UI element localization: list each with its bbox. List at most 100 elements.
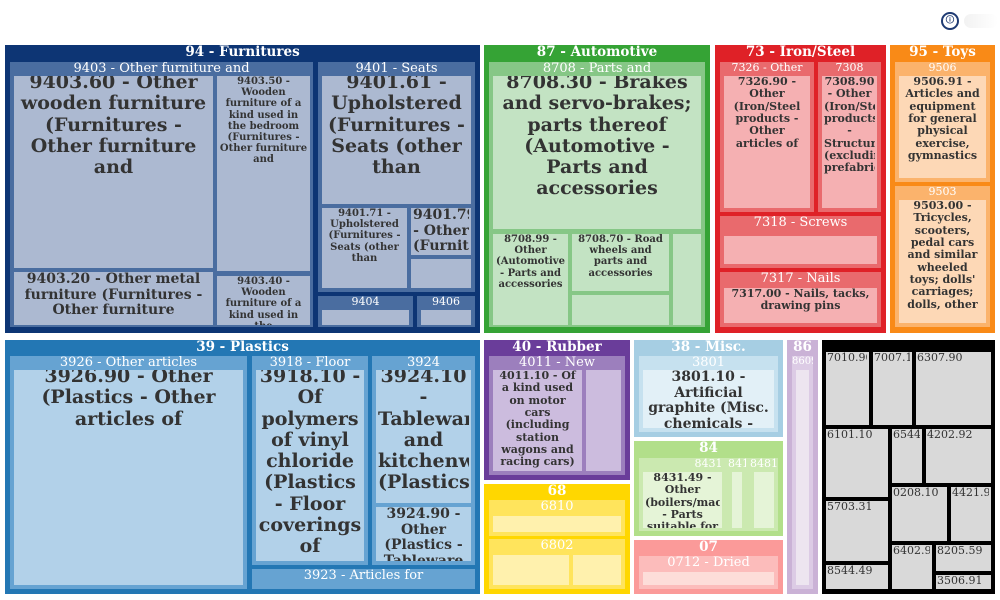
treemap-leaf[interactable]: 4421.99 [951, 487, 991, 541]
treemap-leaf[interactable] [493, 555, 569, 585]
subgroup-title: 3918 - Floor [269, 356, 351, 370]
treemap-leaf[interactable]: 3801.10 - Artificial graphite (Misc. che… [643, 370, 774, 428]
treemap-leaf[interactable] [572, 295, 669, 325]
treemap-leaf[interactable]: 8708.70 - Road wheels and parts and acce… [572, 234, 669, 291]
treemap-leaf[interactable]: 7010.90 [826, 352, 869, 425]
treemap-leaf[interactable]: 9403.50 - Wooden furniture of a kind use… [217, 76, 310, 271]
treemap-leaf[interactable]: 6544.4 [892, 429, 922, 483]
subgroup-title: 8431 [694, 458, 723, 470]
treemap-leaf[interactable]: 6402.99 [892, 545, 932, 589]
treemap-leaf[interactable]: 9403.40 - Wooden furniture of a kind use… [217, 276, 310, 325]
treemap-leaf[interactable]: 3918.10 - Of polymers of vinyl chloride … [256, 370, 364, 561]
treemap-subgroup[interactable]: 9406 [417, 296, 475, 327]
treemap-subgroup[interactable]: 9404 [318, 296, 413, 327]
treemap-leaf[interactable]: 7007.19 [873, 352, 912, 425]
treemap-leaf[interactable] [724, 236, 877, 264]
treemap-leaf[interactable] [732, 472, 742, 528]
treemap-subgroup[interactable]: 7318 - Screws [720, 216, 881, 268]
treemap-leaf[interactable] [673, 234, 701, 325]
treemap-leaf[interactable]: 9401.79 - Other (Furnitures - Seats [411, 208, 471, 255]
treemap-leaf[interactable]: 4011.10 - Of a kind used on motor cars (… [493, 370, 582, 471]
treemap-leaf[interactable]: 4202.92 [926, 429, 991, 483]
treemap-leaf[interactable] [643, 572, 774, 585]
treemap-leaf[interactable]: 7326.90 - Other (Iron/Steel products - O… [724, 76, 810, 208]
treemap-leaf[interactable] [754, 472, 774, 528]
leaf-label: 4011.10 - Of a kind used on motor cars (… [499, 370, 576, 469]
treemap-subgroup[interactable]: 3923 - Articles for [252, 569, 475, 589]
treemap-subgroup[interactable]: 6802 [489, 539, 625, 589]
treemap-leaf[interactable]: 7317.00 - Nails, tacks, drawing pins [724, 288, 877, 323]
treemap-leaf[interactable] [796, 370, 809, 585]
treemap-subgroup[interactable]: 9506 9506.91 - Articles and equipment for… [895, 62, 990, 182]
treemap-leaf[interactable] [411, 259, 471, 288]
treemap-leaf[interactable]: 8205.59 [936, 545, 991, 571]
treemap-leaf[interactable] [421, 310, 471, 325]
subgroup-title: 6810 [540, 500, 574, 514]
treemap-leaf[interactable]: 3924.90 - Other (Plastics - Tableware ki… [376, 507, 471, 561]
treemap-subgroup[interactable]: 7010.907007.196307.90 6101.106544.44202.9… [822, 340, 995, 594]
treemap-leaf[interactable]: 8431.49 - Other (boilers/machines - Part… [643, 472, 722, 528]
treemap-leaf[interactable]: 7308.90 - Other (Iron/Steel products - S… [822, 76, 877, 208]
treemap-leaf[interactable]: 9506.91 - Articles and equipment for gen… [899, 76, 986, 178]
subgroup-title: 4011 - New [519, 356, 595, 370]
treemap-group[interactable]: Other7010.907007.196307.906101.106544.44… [822, 340, 995, 594]
treemap-leaf[interactable]: 3924.10 - Tableware and kitchenware (Pla… [376, 370, 471, 503]
treemap-leaf[interactable]: 9403.20 - Other metal furniture (Furnitu… [14, 272, 213, 325]
treemap-subgroup[interactable]: 6810 [489, 500, 625, 536]
leaf-label: 9506.91 - Articles and equipment for gen… [905, 76, 980, 162]
treemap-leaf[interactable] [322, 310, 409, 325]
treemap-leaf[interactable]: 0208.10 [892, 487, 947, 541]
leaf-label: 8205.59 [937, 545, 983, 557]
treemap-leaf[interactable]: 9403.60 - Other wooden furniture (Furnit… [14, 76, 213, 268]
treemap-leaf[interactable]: 3926.90 - Other (Plastics - Other articl… [14, 370, 243, 585]
treemap-leaf[interactable]: 5703.31 [826, 501, 888, 561]
leaf-label: 9403.50 - Wooden furniture of a kind use… [219, 76, 308, 166]
treemap-leaf[interactable]: 9401.61 - Upholstered (Furnitures - Seat… [322, 76, 471, 204]
treemap-subgroup[interactable]: 8481 [750, 458, 778, 531]
treemap-subgroup[interactable]: 8413 [728, 458, 746, 531]
treemap-leaf[interactable]: 8708.30 - Brakes and servo-brakes; parts… [493, 76, 701, 229]
treemap-leaf[interactable]: 8544.49 [826, 565, 888, 589]
treemap-group[interactable]: 868609 [787, 340, 818, 594]
group-title: 40 - Rubber [512, 340, 602, 355]
leaf-label: 4421.99 [952, 487, 989, 499]
treemap-leaf[interactable]: 3506.91 [936, 575, 991, 589]
treemap-leaf[interactable] [493, 516, 621, 532]
treemap-subgroup[interactable]: 0712 - Dried [639, 556, 778, 589]
subgroup-title: 9403 - Other furniture and [73, 62, 250, 76]
subgroup-title: 9506 [928, 62, 957, 74]
info-icon[interactable]: 🛈 [941, 12, 959, 30]
group-title: 86 [793, 340, 812, 355]
treemap-leaf[interactable] [586, 370, 621, 471]
treemap-leaf[interactable]: 8708.99 - Other (Automotive - Parts and … [493, 234, 568, 325]
treemap-leaf[interactable]: 6101.10 [826, 429, 888, 497]
treemap-leaf[interactable]: 9401.71 - Upholstered (Furnitures - Seat… [322, 208, 407, 288]
leaf-label: 9403.20 - Other metal furniture (Furnitu… [24, 272, 203, 319]
treemap-leaf[interactable]: 6307.90 [916, 352, 991, 425]
treemap-leaf[interactable] [573, 555, 621, 585]
treemap-subgroup[interactable]: 8609 [792, 356, 813, 589]
treemap-leaf[interactable]: 9503.00 - Tricycles, scooters, pedal car… [899, 200, 986, 323]
